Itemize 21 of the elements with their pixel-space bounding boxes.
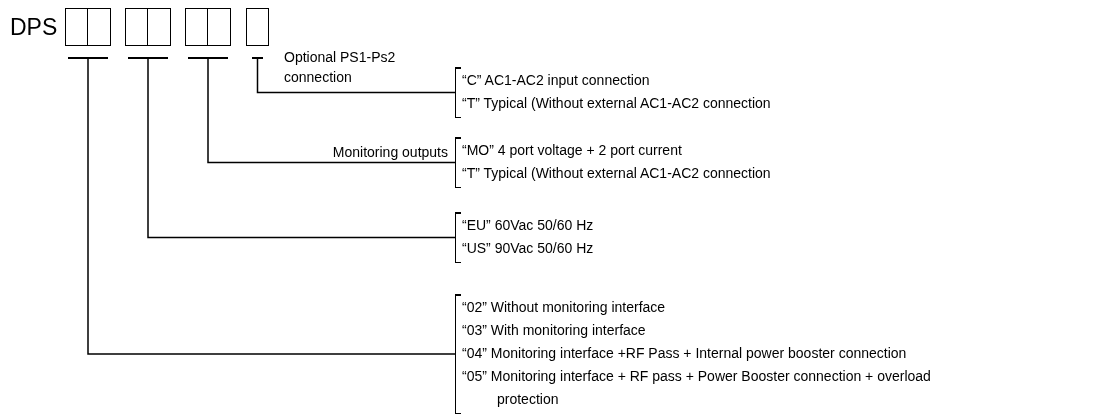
option-text: “03” With monitoring interface: [462, 321, 647, 340]
code-prefix: DPS: [10, 14, 58, 41]
option-text: “T” Typical (Without external AC1-AC2 connection: [462, 164, 772, 183]
edge-label: Optional PS1-Ps2 connection: [284, 48, 397, 87]
leader-line: [207, 57, 456, 164]
code-slot-boxes: [246, 8, 269, 59]
option-text: “02” Without monitoring interface: [462, 298, 667, 317]
code-slot-boxes: [125, 8, 171, 59]
code-slot-boxes: [185, 8, 231, 59]
leader-line: [256, 57, 456, 94]
option-text: “04” Monitoring interface +RF Pass + Internal power booster connection: [462, 344, 908, 363]
edge-label: Monitoring outputs: [331, 142, 448, 162]
option-text: “C” AC1-AC2 input connection: [462, 71, 651, 90]
code-slot-boxes: [65, 8, 111, 59]
option-text: “US” 90Vac 50/60 Hz: [462, 239, 595, 258]
option-text: “05” Monitoring interface + RF pass + Power Booster connection + overload protection: [462, 367, 932, 409]
option-text: “EU” 60Vac 50/60 Hz: [462, 216, 595, 235]
leader-line: [147, 57, 456, 239]
option-text: “T” Typical (Without external AC1-AC2 connection: [462, 94, 772, 113]
leader-line: [87, 57, 456, 355]
option-text: “MO” 4 port voltage + 2 port current: [462, 141, 683, 160]
